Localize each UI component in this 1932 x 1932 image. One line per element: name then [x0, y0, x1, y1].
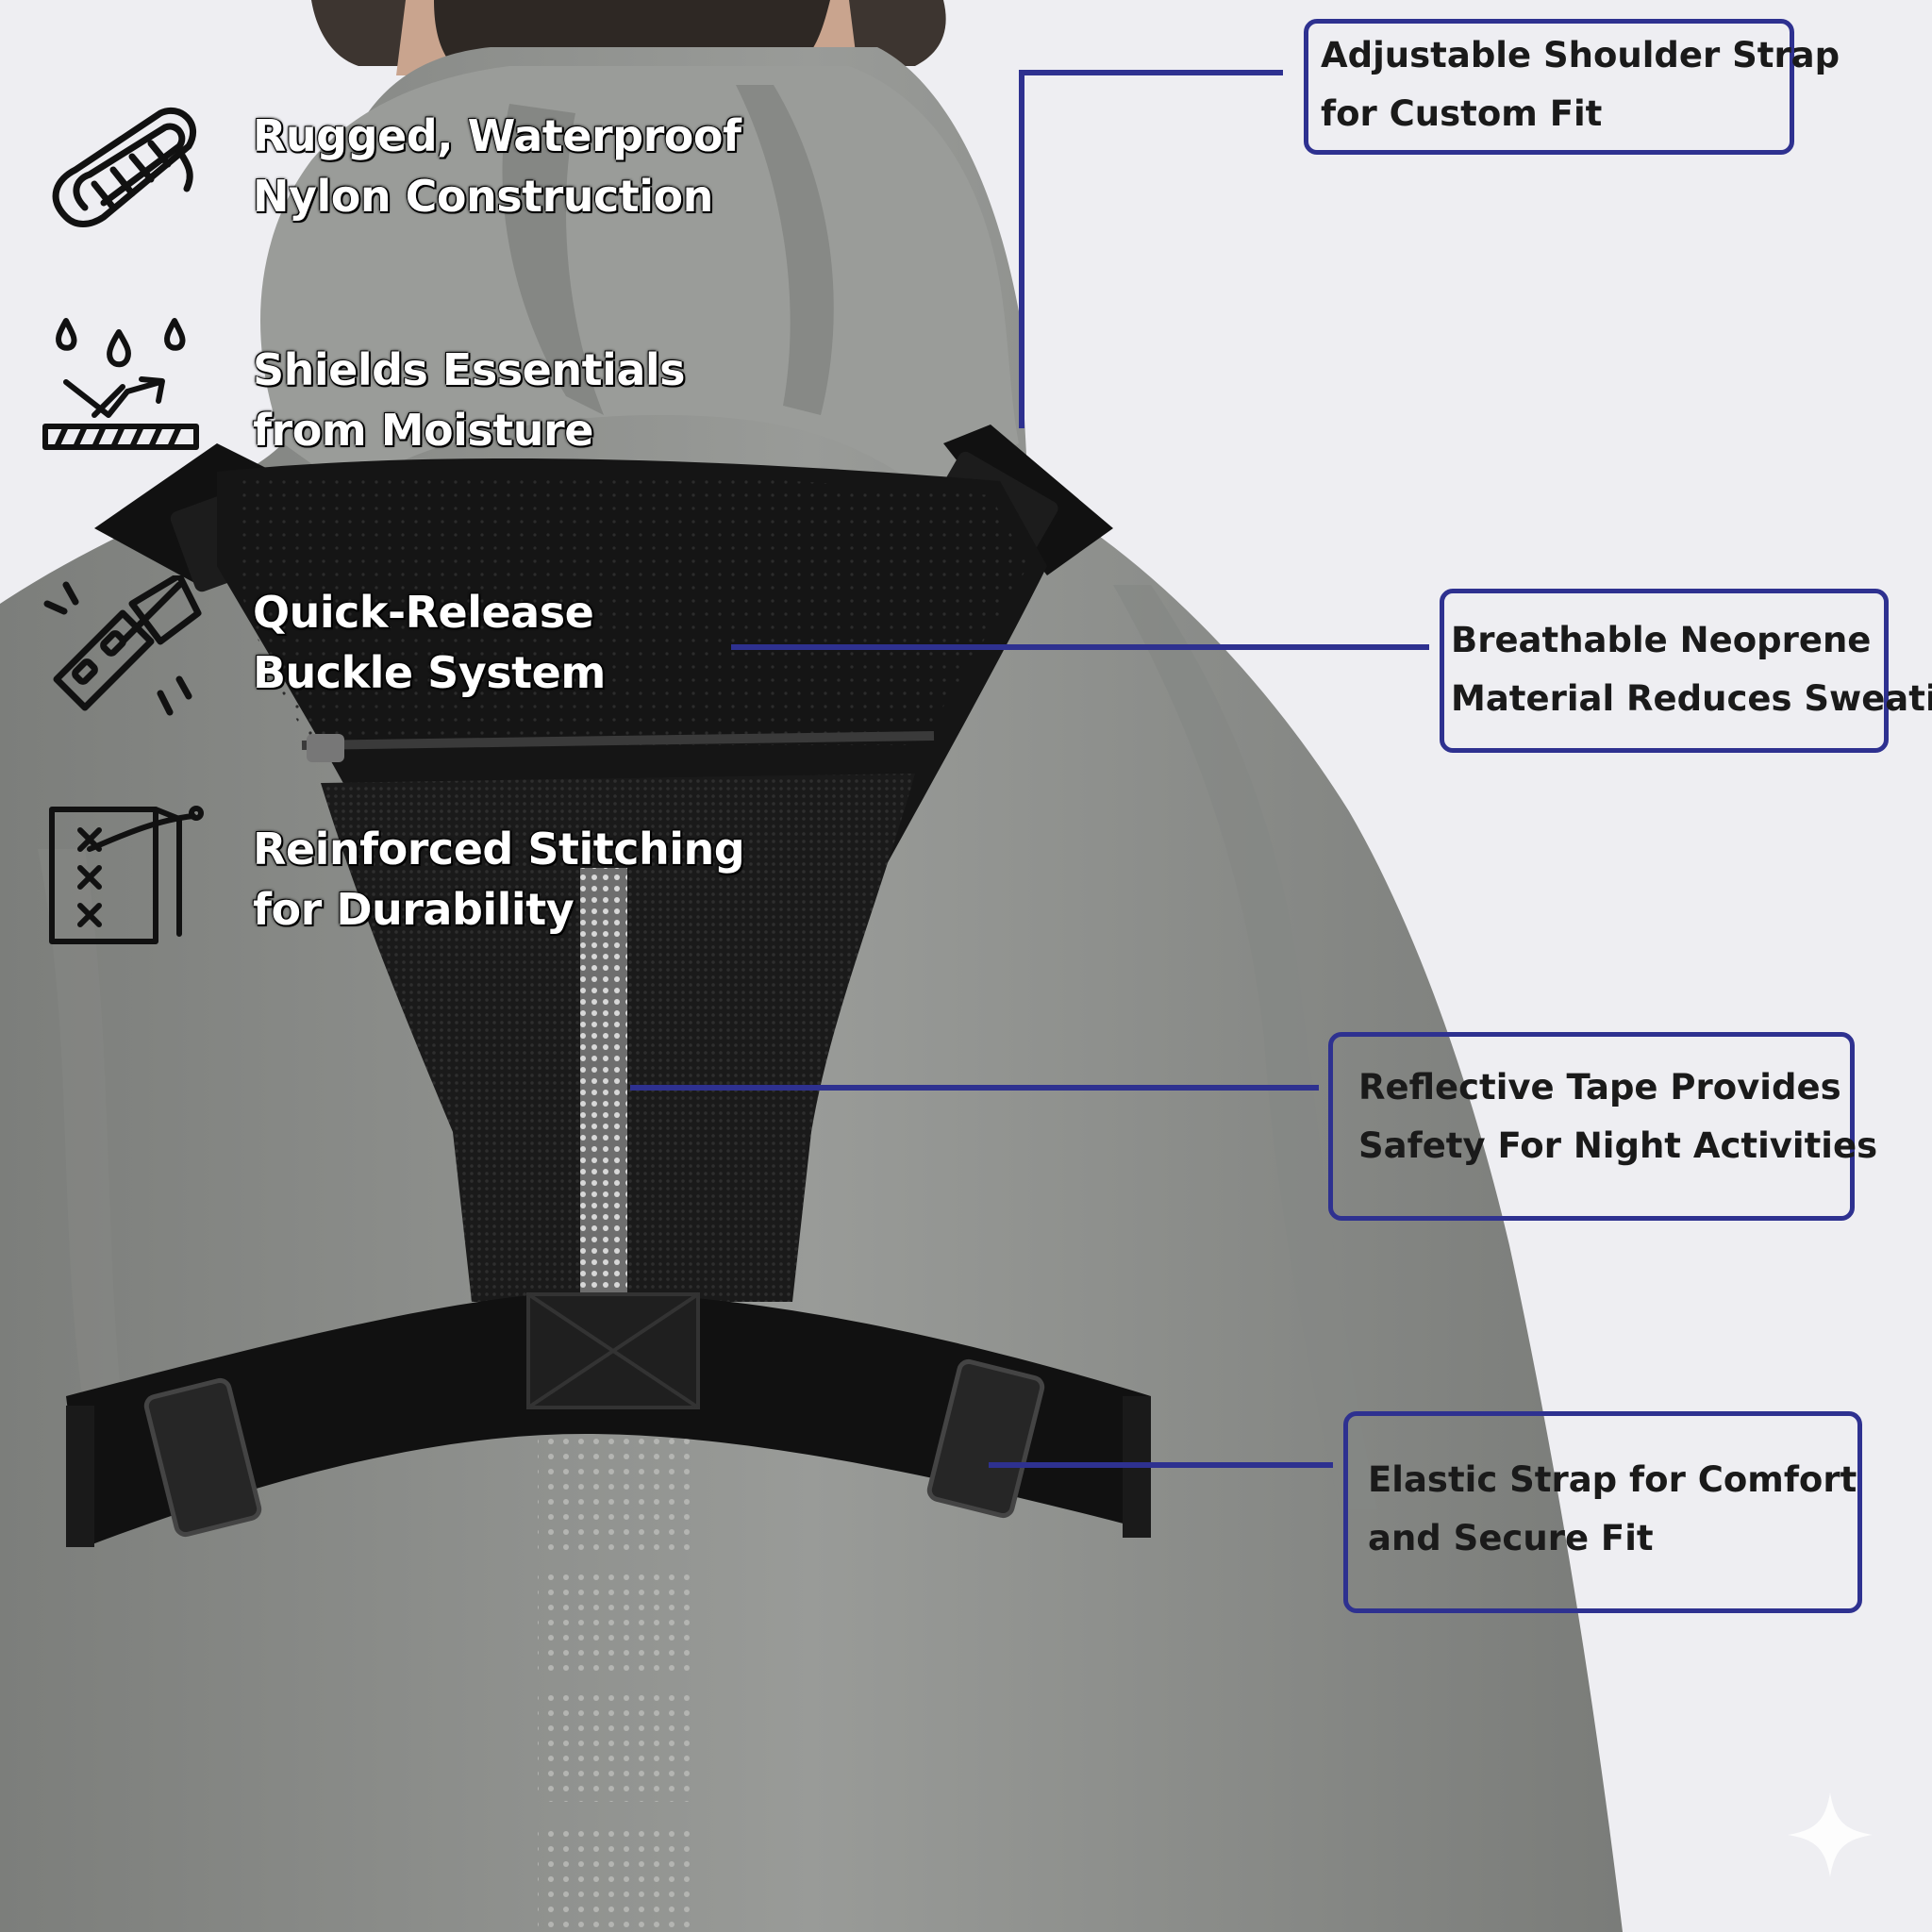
leader-line-neoprene	[731, 644, 1429, 650]
feature-label-buckle: Quick-Release Buckle System	[253, 582, 606, 703]
callout-text-reflective-tape: Reflective Tape Provides Safety For Nigh…	[1358, 1058, 1877, 1175]
callout-text-neoprene: Breathable Neoprene Material Reduces Swe…	[1451, 611, 1932, 728]
callout-box-reflective-tape	[1328, 1032, 1855, 1221]
feature-line: Shields Essentials	[253, 344, 686, 395]
leader-line-shoulder-v	[1019, 70, 1024, 428]
callout-line: Material Reduces Sweating	[1451, 678, 1932, 719]
feature-line: Quick-Release	[253, 587, 594, 638]
sparkle-icon	[1788, 1792, 1873, 1877]
callout-line: Adjustable Shoulder Strap	[1321, 35, 1840, 75]
callout-box-shoulder-strap	[1304, 19, 1794, 155]
callout-line: Elastic Strap for Comfort	[1368, 1459, 1857, 1500]
callout-line: Safety For Night Activities	[1358, 1125, 1878, 1166]
feature-label-moisture: Shields Essentials from Moisture	[253, 340, 686, 460]
leader-line-elastic	[989, 1462, 1333, 1468]
buckle-icon	[43, 575, 202, 716]
callout-line: and Secure Fit	[1368, 1518, 1654, 1558]
stitching-icon	[49, 806, 204, 944]
feature-line: Buckle System	[253, 647, 606, 698]
leader-line-shoulder-h	[1019, 70, 1283, 75]
callout-text-shoulder-strap: Adjustable Shoulder Strap for Custom Fit	[1321, 26, 1840, 143]
feature-line: from Moisture	[253, 405, 593, 456]
callout-line: for Custom Fit	[1321, 93, 1603, 134]
leader-line-reflective	[630, 1085, 1319, 1091]
feature-line: Nylon Construction	[253, 171, 713, 222]
callout-box-elastic-strap	[1343, 1411, 1862, 1613]
feature-label-waterproof: Rugged, Waterproof Nylon Construction	[253, 106, 741, 226]
water-resistant-icon	[42, 318, 199, 450]
feature-line: Reinforced Stitching	[253, 824, 745, 874]
callout-line: Breathable Neoprene	[1451, 620, 1872, 660]
callout-line: Reflective Tape Provides	[1358, 1067, 1841, 1108]
callout-text-elastic-strap: Elastic Strap for Comfort and Secure Fit	[1368, 1451, 1857, 1568]
jacket-dotted-logo	[538, 1424, 698, 1932]
feature-line: for Durability	[253, 884, 575, 935]
feature-line: Rugged, Waterproof	[253, 110, 741, 161]
chest-vest	[66, 425, 1151, 1547]
feature-label-stitching: Reinforced Stitching for Durability	[253, 819, 745, 940]
rope-icon	[52, 107, 197, 227]
callout-box-neoprene	[1440, 589, 1889, 753]
